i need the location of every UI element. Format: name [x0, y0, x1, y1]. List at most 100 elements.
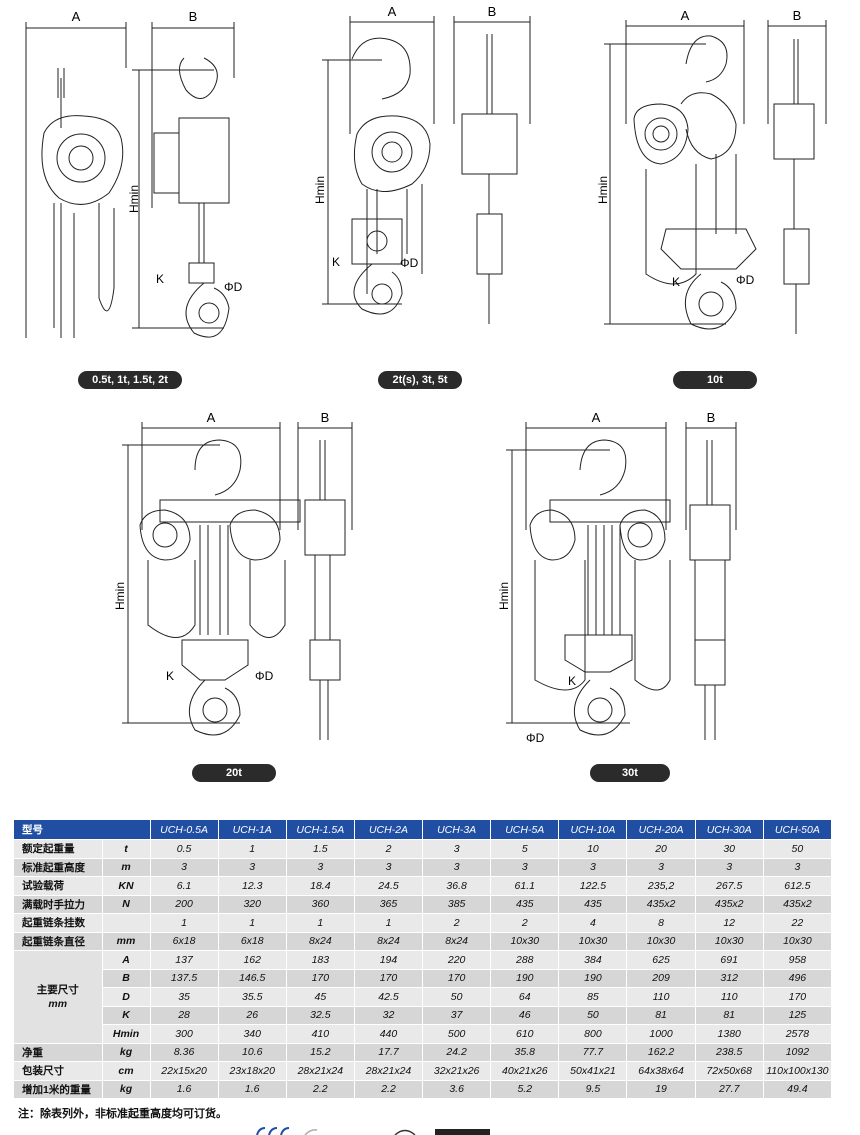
value-cell: 10x30	[490, 932, 560, 951]
value-cell: 190	[558, 969, 628, 988]
unit-cell: N	[102, 895, 151, 914]
value-cell: 1.6	[218, 1080, 287, 1099]
value-cell: 64x38x64	[626, 1061, 696, 1081]
dim-d-label: ΦD	[255, 669, 274, 683]
dim-a-label: A	[207, 410, 216, 425]
value-cell: 19	[626, 1080, 696, 1099]
dim-d-label: ΦD	[526, 731, 545, 745]
hoist-diagram-30t: A B Hmin K ΦD	[490, 410, 760, 755]
model-column-header: UCH-50A	[763, 820, 833, 840]
value-cell: 3.6	[422, 1080, 492, 1099]
value-cell: 3	[218, 858, 287, 877]
value-cell: 365	[354, 895, 424, 914]
model-pill-3: 10t	[673, 371, 757, 389]
value-cell: 85	[558, 987, 628, 1007]
value-cell: 32	[354, 1006, 424, 1025]
dim-h-label: Hmin	[127, 185, 141, 213]
value-cell: 625	[626, 950, 696, 970]
value-cell: 137.5	[150, 969, 219, 988]
value-cell: 81	[695, 1006, 764, 1025]
model-column-header: UCH-0.5A	[150, 820, 219, 840]
value-cell: 24.2	[422, 1043, 492, 1062]
model-pill-4: 20t	[192, 764, 276, 782]
row-label: 包装尺寸	[14, 1061, 103, 1081]
value-cell: 435x2	[626, 895, 696, 914]
unit-cell: B	[102, 969, 151, 988]
dim-b-label: B	[793, 8, 802, 23]
value-cell: 162	[218, 950, 287, 970]
value-cell: 612.5	[763, 876, 833, 896]
dim-b-label: B	[321, 410, 330, 425]
value-cell: 61.1	[490, 876, 560, 896]
dim-d-label: ΦD	[736, 273, 755, 287]
value-cell: 1.6	[150, 1080, 219, 1099]
value-cell: 50	[558, 1006, 628, 1025]
value-cell: 691	[695, 950, 764, 970]
value-cell: 1.5	[286, 839, 355, 859]
value-cell: 2	[354, 839, 424, 859]
value-cell: 27.7	[695, 1080, 764, 1099]
value-cell: 28x21x24	[354, 1061, 424, 1081]
unit-cell: m	[102, 858, 151, 877]
value-cell: 435	[490, 895, 560, 914]
value-cell: 3	[150, 858, 219, 877]
value-cell: 194	[354, 950, 424, 970]
row-label: 额定起重量	[14, 839, 103, 859]
model-column-header: UCH-20A	[626, 820, 696, 840]
dims-label: 主要尺寸	[36, 983, 79, 996]
value-cell: 2578	[763, 1024, 833, 1044]
value-cell: 49.4	[763, 1080, 833, 1099]
value-cell: 1092	[763, 1043, 833, 1062]
value-cell: 8	[626, 913, 696, 933]
value-cell: 110x100x130	[763, 1061, 833, 1081]
value-cell: 81	[626, 1006, 696, 1025]
value-cell: 110	[695, 987, 764, 1007]
value-cell: 2	[422, 913, 492, 933]
value-cell: 3	[286, 858, 355, 877]
dim-b-label: B	[707, 410, 716, 425]
value-cell: 22x15x20	[150, 1061, 219, 1081]
value-cell: 10	[558, 839, 628, 859]
value-cell: 10x30	[558, 932, 628, 951]
value-cell: 170	[354, 969, 424, 988]
model-header-label: 型号	[14, 820, 151, 840]
value-cell: 162.2	[626, 1043, 696, 1062]
value-cell: 46	[490, 1006, 560, 1025]
value-cell: 170	[286, 969, 355, 988]
value-cell: 200	[150, 895, 219, 914]
value-cell: 183	[286, 950, 355, 970]
model-pill-5: 30t	[590, 764, 670, 782]
unit-cell: mm	[102, 932, 151, 951]
dim-d-label: ΦD	[400, 256, 419, 270]
value-cell: 15.2	[286, 1043, 355, 1062]
value-cell: 32x21x26	[422, 1061, 492, 1081]
value-cell: 2	[490, 913, 560, 933]
unit-cell: A	[102, 950, 151, 970]
model-column-header: UCH-2A	[354, 820, 424, 840]
model-column-header: UCH-30A	[695, 820, 764, 840]
dim-k-label: K	[156, 272, 164, 286]
value-cell: 30	[695, 839, 764, 859]
value-cell: 20	[626, 839, 696, 859]
value-cell: 35.8	[490, 1043, 560, 1062]
value-cell: 5.2	[490, 1080, 560, 1099]
value-cell: 10x30	[763, 932, 833, 951]
model-pill-1: 0.5t, 1t, 1.5t, 2t	[78, 371, 182, 389]
value-cell: 12	[695, 913, 764, 933]
value-cell: 110	[626, 987, 696, 1007]
value-cell: 10x30	[626, 932, 696, 951]
value-cell: 3	[558, 858, 628, 877]
unit-cell: kg	[102, 1080, 151, 1099]
row-label: 增加1米的重量	[14, 1080, 103, 1099]
value-cell: 288	[490, 950, 560, 970]
value-cell: 18.4	[286, 876, 355, 896]
model-column-header: UCH-10A	[558, 820, 628, 840]
row-label: 标准起重高度	[14, 858, 103, 877]
